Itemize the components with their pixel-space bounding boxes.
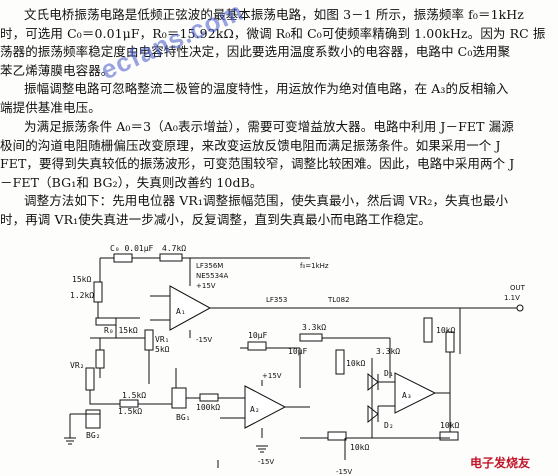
text-line: －FET（BG₁和 BG₂），失真则改善约 10dB。 <box>0 174 263 190</box>
opamp-a2 <box>244 385 287 429</box>
site-logo: 电子发烧友 <box>470 456 531 470</box>
vr2-potentiometer <box>85 367 95 391</box>
label-minus15-b: -15V <box>258 458 274 466</box>
text-line: 端提供基准电压。 <box>0 99 101 115</box>
label-r3: 3.3kΩ <box>302 323 326 332</box>
opamp-a3 <box>394 372 437 414</box>
label-vr2: VR₂ <box>70 361 84 370</box>
label-r5: 100kΩ <box>196 403 220 412</box>
text-line: 极间的沟道电阻随栅偏压改变原理，来改变运放反馈电阻而满足振荡条件。如果采用一个 … <box>0 137 501 153</box>
label-a1: A₁ <box>176 307 186 316</box>
label-r9: 1.5kΩ <box>122 391 146 400</box>
label-bg1: BG₁ <box>176 413 190 422</box>
label-a3: A₃ <box>402 391 412 400</box>
vr1-potentiometer <box>144 329 154 351</box>
output-terminal <box>516 304 524 312</box>
resistor-r0 <box>95 317 117 326</box>
opamp-a1 <box>169 285 212 331</box>
label-vr1: VR₁ <box>155 335 169 344</box>
text-line: 为满足振荡条件 A₀＝3（A₀表示增益），需要可变增益放大器。电路中利用 J－F… <box>24 119 514 134</box>
diode-d2 <box>367 404 379 424</box>
text-line: 时，再调 VR₁使失真进一步减小，反复调整，直到失真最小而电路工作稳定。 <box>0 211 432 227</box>
label-minus15-c: -15V <box>336 468 352 476</box>
label-r-bg: 1.5kΩ <box>118 407 142 416</box>
paragraph-4: 调整方法如下：先用电位器 VR₁调整振幅范围，使失真最小，然后调 VR₂，失真也… <box>0 192 558 229</box>
text-line: 调整方法如下：先用电位器 VR₁调整振幅范围，使失真最小，然后调 VR₂，失真也… <box>24 193 509 208</box>
label-plus15-b: +15V <box>262 372 282 380</box>
label-c-mid: 10μF <box>248 331 267 340</box>
label-d1: D₁ <box>384 369 394 378</box>
label-out-v: 1.1V <box>504 294 520 302</box>
text-line: FET，要得到失真较低的振荡波形，可变范围较窄，调整比较困难。因此，电路中采用两… <box>0 156 515 171</box>
label-ic1: LF356M <box>196 262 223 270</box>
paragraph-1: 文氏电桥振荡电路是低频正弦波的最基本振荡电路，如图 3－1 所示，振荡频率 f₀… <box>0 6 558 80</box>
paragraph-2: 振幅调整电路可忽略整流二极管的温度特性，用运放作为绝对值电路，在 A₃的反相输入… <box>0 80 558 117</box>
label-r6: 3.3kΩ <box>376 347 400 356</box>
capacitor-c0 <box>113 253 133 263</box>
jfet-bg2 <box>85 409 101 429</box>
label-r1: 15kΩ <box>72 275 91 284</box>
label-r4: 10kΩ <box>346 359 365 368</box>
label-r2: 1.2kΩ <box>70 291 94 300</box>
label-r8: 10kΩ <box>350 443 369 452</box>
label-out: OUT <box>510 284 526 292</box>
label-r-out: 10kΩ <box>436 326 455 335</box>
text-line: 文氏电桥振荡电路是低频正弦波的最基本振荡电路，如图 3－1 所示，振荡频率 f₀… <box>24 7 524 22</box>
resistor-top <box>159 253 183 262</box>
label-a2: A₂ <box>250 405 260 414</box>
circuit-diagram: C₀ 0.01μF 4.7kΩ LF356M NE5534A 15kΩ 1.2k… <box>64 244 526 476</box>
text-line: 振幅调整电路可忽略整流二极管的温度特性，用运放作为绝对值电路，在 A₃的反相输入 <box>24 81 509 96</box>
label-ic1b: NE5534A <box>196 272 228 280</box>
resistor-out <box>423 317 433 343</box>
resistor-15k <box>93 281 103 303</box>
text-line: 时，可选用 C₀＝0.01μF，R₀＝15.92kΩ，微调 R₀和 C₀可使频率… <box>0 25 546 41</box>
label-bg2: BG₂ <box>86 431 100 440</box>
label-freq: f₀=1kHz <box>300 262 329 270</box>
label-c2: 10μF <box>288 347 307 356</box>
label-r-top: 4.7kΩ <box>162 244 186 253</box>
label-vr1-value: 5kΩ <box>155 345 170 354</box>
text-line: 苯乙烯薄膜电容器。 <box>0 62 114 78</box>
label-tl082: TL082 <box>327 296 350 304</box>
label-r7: 10kΩ <box>440 421 459 430</box>
paragraph-3: 为满足振荡条件 A₀＝3（A₀表示增益），需要可变增益放大器。电路中利用 J－F… <box>0 118 558 192</box>
label-plus15-a: +15V <box>196 282 216 290</box>
label-lf353: LF353 <box>266 296 287 304</box>
label-r0: R₀ 15kΩ <box>104 326 138 335</box>
text-line: 荡器的振荡频率稳定度由电容特性决定，因此要选用温度系数小的电容器，电路中 C₀选… <box>0 44 511 59</box>
label-d2: D₂ <box>384 421 394 430</box>
jfet-bg1 <box>171 387 187 409</box>
diode-d1 <box>367 372 379 392</box>
label-minus15-a: -15V <box>196 336 212 344</box>
label-c0: C₀ 0.01μF <box>110 244 154 253</box>
